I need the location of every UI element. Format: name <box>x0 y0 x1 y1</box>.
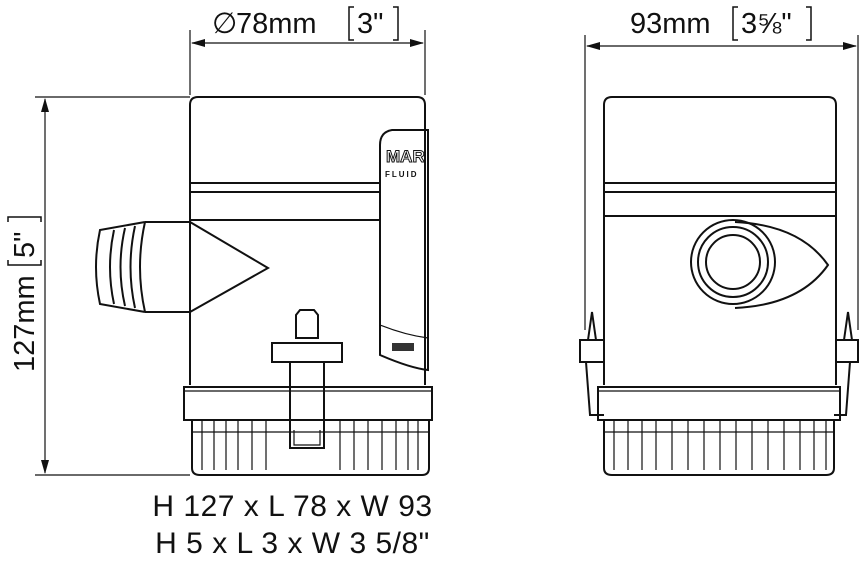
diameter-metric-label: 78mm <box>236 8 317 40</box>
diameter-symbol: ∅ <box>212 8 237 40</box>
diameter-imperial-label: 3" <box>357 8 383 40</box>
diameter-dimension: ∅ 78mm 3" <box>189 6 426 95</box>
height-dimension: 127mm 5" <box>7 96 190 476</box>
pump-front-view <box>579 96 859 476</box>
spec-metric: H 127 x L 78 x W 93 <box>152 490 433 523</box>
model-badge <box>392 343 414 351</box>
width-imperial-label: 3⅝" <box>741 8 792 40</box>
height-imperial-label: 5" <box>9 232 41 258</box>
spec-imperial: H 5 x L 3 x W 3 5/8" <box>155 527 430 560</box>
height-metric-label: 127mm <box>9 275 41 372</box>
width-dimension: 93mm 3⅝" <box>584 6 859 330</box>
width-metric-label: 93mm <box>630 8 711 40</box>
pump-side-view: MAR FLUID <box>95 96 433 476</box>
logo-brand-top: MAR <box>386 147 425 166</box>
logo-brand-bottom: FLUID <box>385 170 419 179</box>
